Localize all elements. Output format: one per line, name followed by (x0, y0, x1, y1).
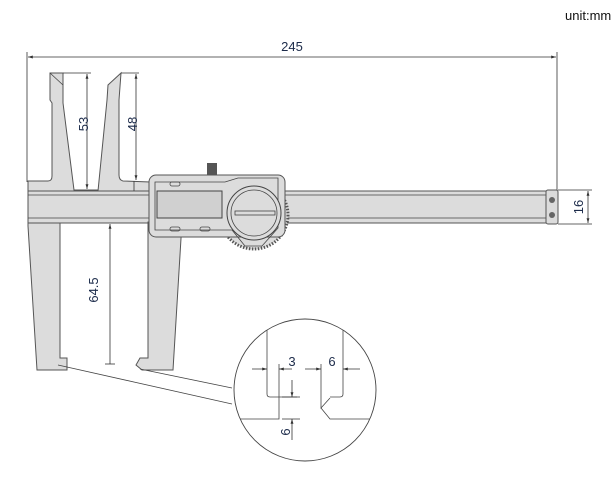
label-53: 53 (76, 117, 91, 131)
detail-view-jaw-tips: 3 6 6 (233, 318, 377, 462)
dimension-48: 48 (121, 72, 140, 191)
label-3: 3 (288, 354, 295, 369)
leader-line (57, 364, 233, 405)
screw-icon (549, 197, 555, 203)
lcd-display (156, 190, 223, 219)
unit-label: unit:mm (565, 8, 611, 23)
label-48: 48 (125, 117, 140, 131)
label-64-5: 64.5 (86, 277, 101, 302)
dimension-overall-length: 245 (26, 39, 558, 190)
label-6-vertical: 6 (278, 428, 293, 435)
moving-upper-jaw (97, 71, 151, 192)
dimension-16: 16 (558, 189, 592, 225)
label-16: 16 (571, 200, 586, 214)
dimension-53: 53 (63, 72, 91, 189)
slider-head (148, 163, 290, 251)
lock-knob (207, 163, 217, 175)
label-245: 245 (281, 39, 303, 54)
dimension-64-5: 64.5 (86, 224, 115, 365)
screw-icon (549, 212, 555, 218)
label-6: 6 (328, 354, 335, 369)
beam-end-cap (545, 189, 559, 225)
moving-lower-jaw (135, 221, 183, 371)
leader-line (139, 368, 233, 389)
